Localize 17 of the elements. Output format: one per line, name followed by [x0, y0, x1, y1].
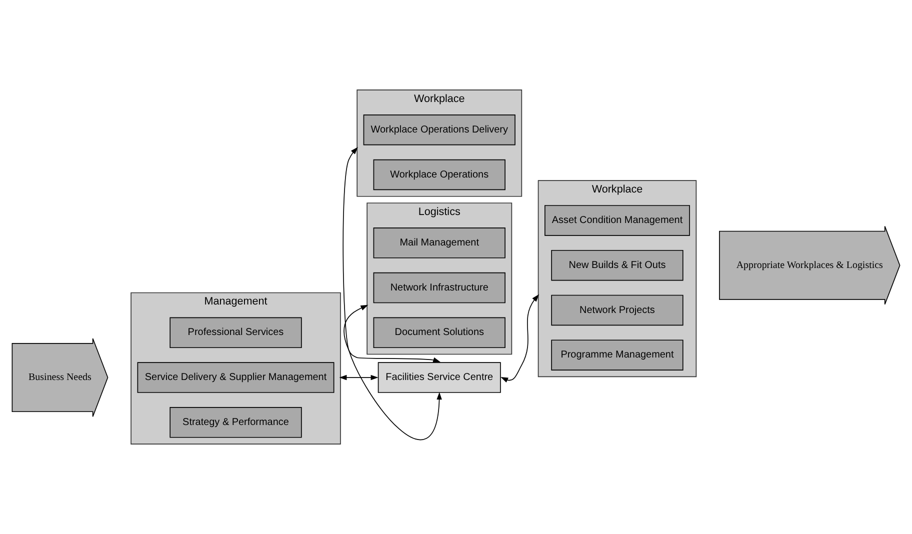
arrow [500, 294, 540, 382]
node-box: Programme Management [551, 340, 684, 370]
arrow [342, 146, 442, 440]
node-box: New Builds & Fit Outs [551, 250, 684, 281]
node-box: Network Infrastructure [373, 272, 506, 304]
node-box: Facilities Service Centre [378, 362, 501, 393]
node-box: Workplace Operations [373, 159, 506, 190]
node-box: Service Delivery & Supplier Management [137, 362, 334, 393]
node-box: Asset Condition Management [544, 205, 690, 236]
arrow [344, 304, 441, 362]
node-box: Strategy & Performance [170, 407, 302, 438]
node-box: Mail Management [373, 228, 506, 258]
node-box: Network Projects [551, 294, 684, 326]
node-box: Document Solutions [373, 317, 506, 348]
node-box: Workplace Operations Delivery [363, 114, 516, 146]
node-box: Professional Services [170, 317, 302, 348]
arrow [339, 374, 378, 380]
